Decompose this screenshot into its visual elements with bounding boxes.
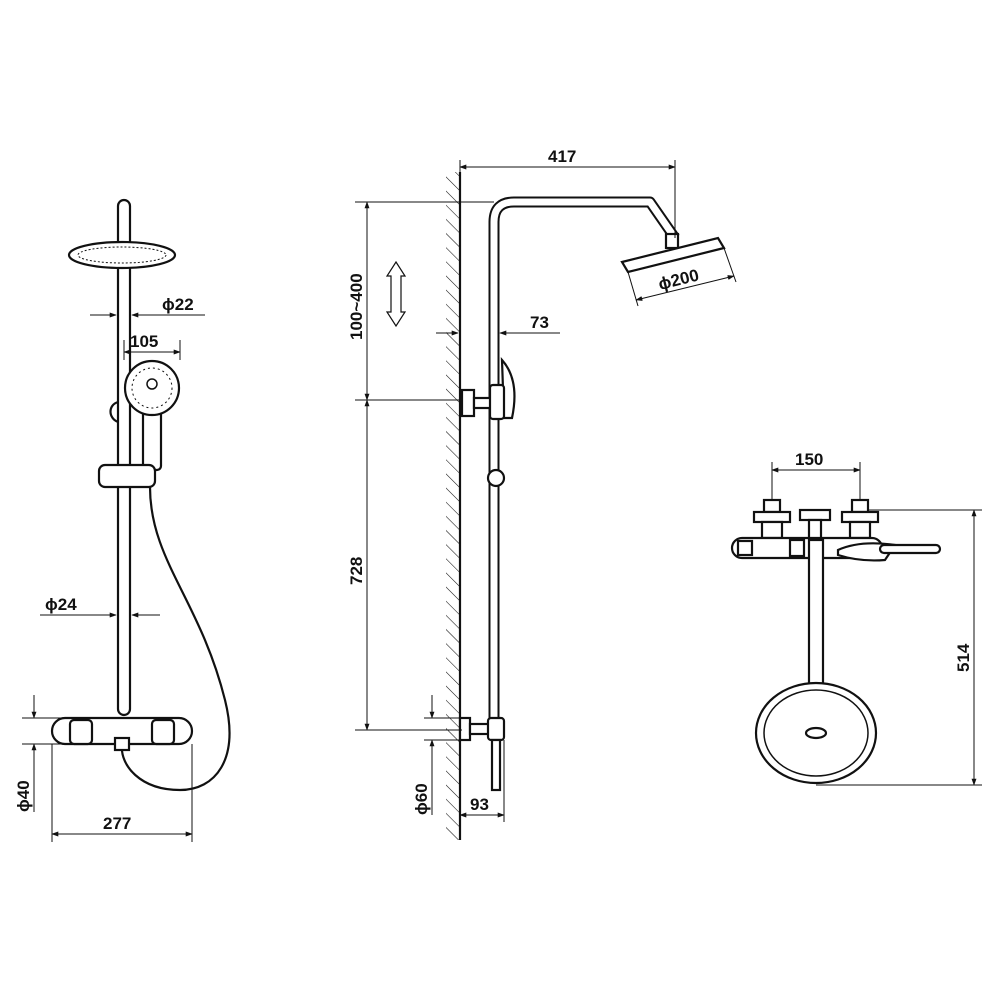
label-mixer-height: ϕ40 (14, 780, 33, 812)
dimension-mixer-width: 277 (51, 744, 193, 842)
dimension-handshower-width: 105 (123, 332, 181, 360)
label-rail-height: 728 (347, 557, 366, 585)
label-rail-offset: 73 (530, 313, 549, 332)
dimension-rail-offset: 73 (436, 313, 560, 336)
label-arm-reach: 417 (548, 147, 576, 166)
dimension-inlet-diameter: ϕ60 (412, 695, 460, 815)
slide-holder (97, 463, 157, 489)
side-shower-head (620, 232, 726, 274)
adjustment-arrow-icon (385, 260, 407, 328)
label-height-adjust: 100~400 (347, 273, 366, 340)
riser-and-arm (488, 196, 680, 725)
mixer-bar (50, 716, 194, 752)
riser-pipe (116, 198, 132, 717)
side-hand-shower (488, 357, 516, 421)
dimension-arm-reach: 417 (459, 147, 676, 238)
dimension-pipe-diameter: ϕ22 (90, 295, 205, 318)
label-handshower-width: 105 (130, 332, 158, 351)
dimension-inlet-spacing: 150 (771, 450, 861, 500)
side-view: 417 ϕ200 100~400 73 (347, 147, 737, 840)
inlet-connector-right (840, 498, 880, 540)
label-inlet-spacing: 150 (795, 450, 823, 469)
slide-knob (486, 468, 506, 488)
dimension-total-depth: 514 (816, 509, 982, 786)
label-total-depth: 514 (954, 643, 973, 672)
label-lower-pipe-diameter: ϕ24 (45, 595, 77, 614)
dimension-lower-pipe-diameter: ϕ24 (40, 595, 160, 618)
dimension-rail-height: 728 (347, 399, 462, 731)
inlet-connector-left (752, 498, 792, 540)
top-view: 150 514 (730, 450, 982, 786)
lower-wall-connection (458, 716, 506, 792)
top-shower-head (754, 681, 878, 785)
label-bottom-offset: 93 (470, 795, 489, 814)
label-pipe-diameter: ϕ22 (162, 295, 194, 314)
hand-shower (109, 359, 181, 472)
center-outlet (798, 508, 832, 542)
upper-wall-bracket (460, 388, 496, 418)
top-mixer-body (730, 536, 942, 562)
overhead-shower-head (67, 240, 177, 270)
shower-hose (120, 486, 231, 792)
dimension-mixer-height: ϕ40 (14, 695, 62, 812)
front-view: ϕ22 105 ϕ24 ϕ40 277 (14, 198, 231, 842)
label-inlet-diameter: ϕ60 (412, 783, 431, 815)
label-mixer-width: 277 (103, 814, 131, 833)
dimension-height-adjust: 100~400 (347, 201, 494, 401)
dimension-bottom-offset: 93 (459, 740, 505, 822)
